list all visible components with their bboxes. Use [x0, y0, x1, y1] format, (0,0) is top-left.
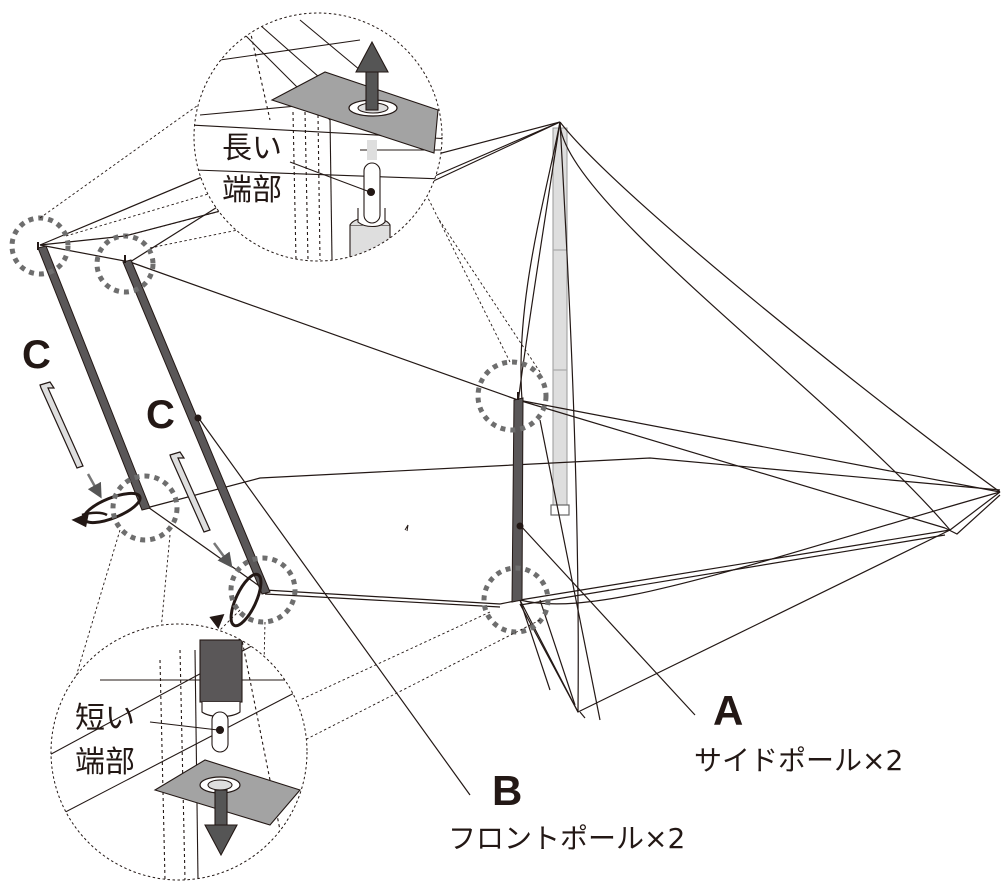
- tent-body: [39, 121, 1001, 796]
- zoom-circle-bottom: 短い 端部: [50, 623, 308, 881]
- zoom-circle-top: 長い 端部: [193, 12, 443, 262]
- bottom-callout-line1: 短い: [75, 701, 135, 736]
- loop-right: [209, 572, 263, 630]
- bottom-callout-line2: 端部: [75, 745, 135, 780]
- stake-c-1: [39, 381, 102, 499]
- stake-c-2: [169, 451, 233, 569]
- label-c-letter-1: C: [22, 333, 51, 377]
- highlight-circles: [9, 215, 551, 635]
- top-callout-line2: 端部: [222, 173, 282, 208]
- front-pole-right: [122, 255, 271, 595]
- front-pole-left: [37, 242, 151, 511]
- label-a-letter: A: [713, 687, 743, 734]
- label-a-text: サイドポール×2: [694, 744, 903, 777]
- label-c-letter-2: C: [146, 393, 175, 437]
- label-b-text: フロントポール×2: [448, 822, 685, 855]
- zoom-connectors: [39, 97, 541, 746]
- loop-left: [71, 491, 142, 528]
- top-callout-line1: 長い: [222, 131, 282, 166]
- side-pole: [511, 392, 524, 603]
- label-b-letter: B: [492, 767, 522, 814]
